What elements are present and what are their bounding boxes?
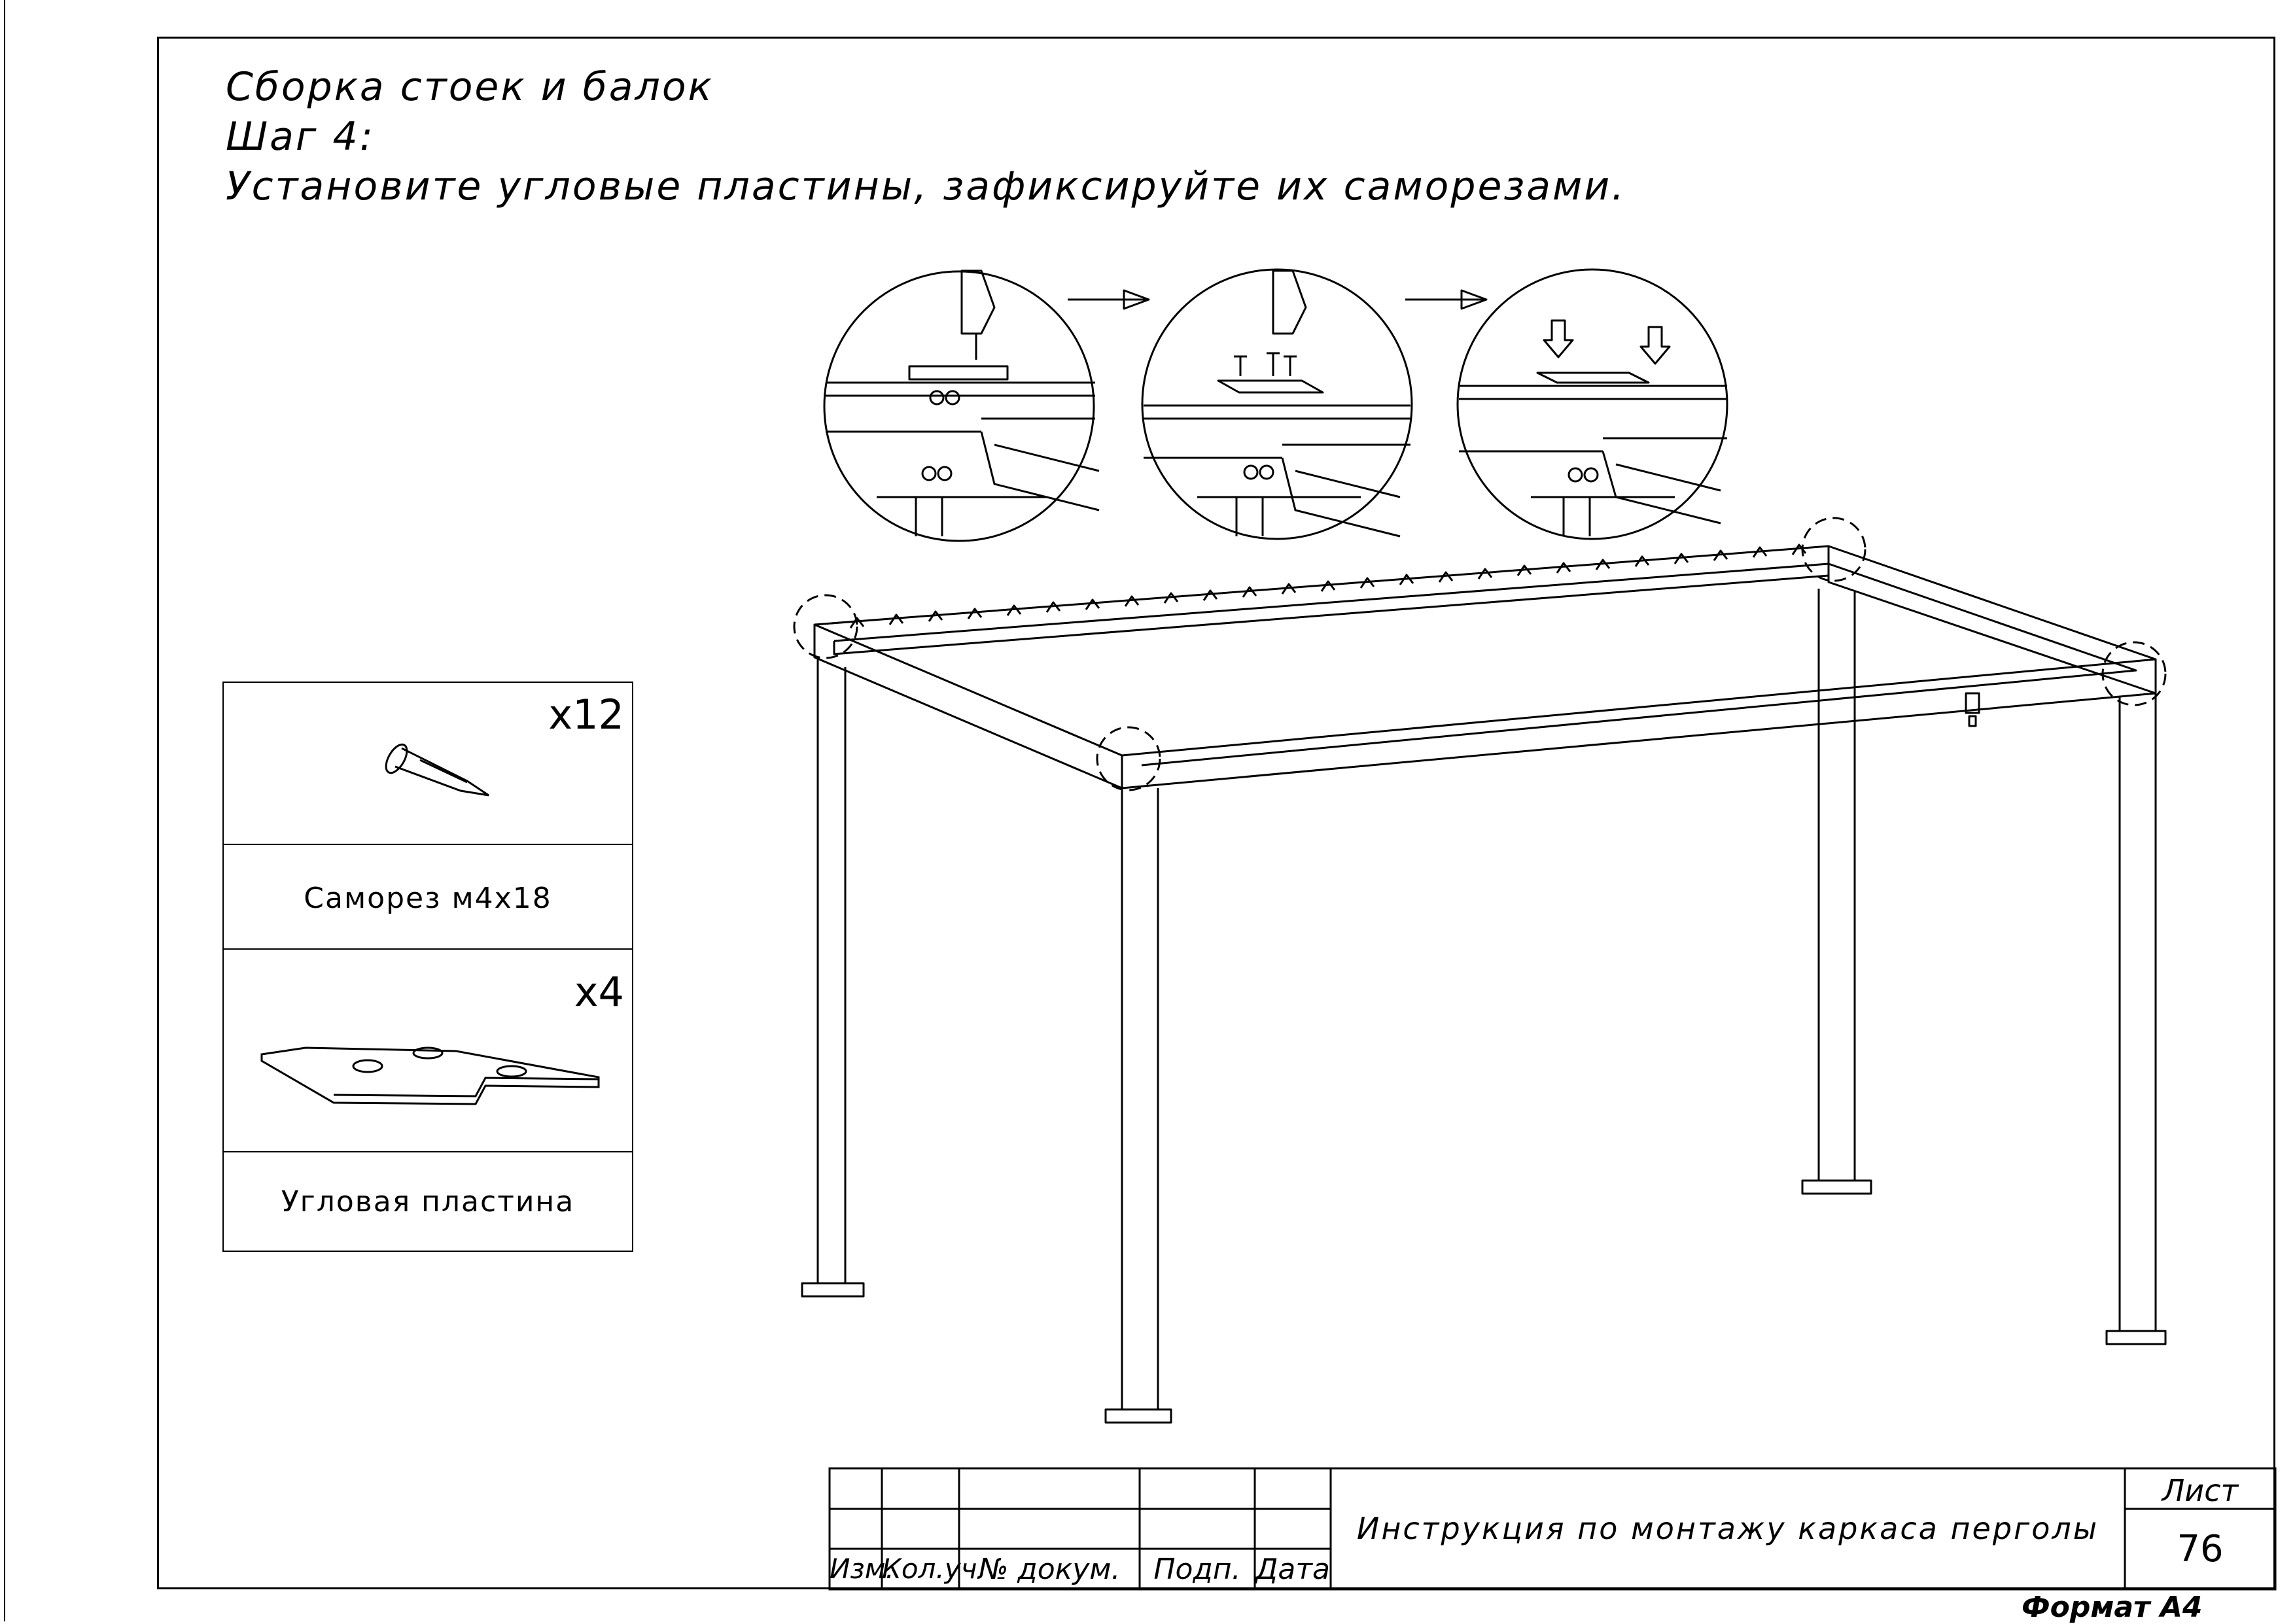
binding-margin — [0, 0, 5, 1621]
part-name-plate: Угловая пластина — [281, 1185, 575, 1218]
part-image-cell-screw: x12 — [224, 683, 632, 845]
column-doc-number: № докум. — [978, 1553, 1121, 1586]
step-arrow-1 — [1068, 289, 1150, 310]
sheet-number: 76 — [2177, 1528, 2224, 1570]
screw-icon — [385, 743, 489, 797]
sheet-label: Лист — [2162, 1473, 2239, 1508]
format-label: Формат А4 — [2022, 1591, 2203, 1624]
corner-detail-markers — [793, 517, 2167, 791]
column-signature: Подп. — [1153, 1553, 1241, 1586]
detail-circle-screws — [1141, 268, 1413, 540]
parts-table: x12 Саморез м4х18 x4 Угловая пластина — [222, 682, 633, 1252]
column-date: Дата — [1255, 1553, 1330, 1586]
pergola-frame — [801, 544, 2167, 1424]
column-change: Изм. — [830, 1553, 894, 1585]
corner-plate-icon — [260, 1046, 600, 1105]
step-number: Шаг 4: — [226, 114, 375, 160]
detail-circle-result — [1456, 268, 1728, 540]
section-title: Сборка стоек и балок — [226, 64, 714, 110]
part-name-cell-plate: Угловая пластина — [224, 1152, 632, 1253]
part-name-screw: Саморез м4х18 — [304, 882, 552, 915]
part-name-cell-screw: Саморез м4х18 — [224, 845, 632, 950]
step-instruction: Установите угловые пластины, зафиксируйт… — [226, 164, 1626, 209]
document-title: Инструкция по монтажу каркаса перголы — [1356, 1511, 2099, 1546]
column-count: Кол.уч — [882, 1553, 977, 1585]
step-arrow-2 — [1405, 289, 1488, 310]
part-image-cell-plate: x4 — [224, 950, 632, 1152]
part-qty-screw: x12 — [548, 691, 624, 738]
part-qty-plate: x4 — [574, 968, 624, 1016]
detail-circle-drill — [823, 269, 1100, 542]
